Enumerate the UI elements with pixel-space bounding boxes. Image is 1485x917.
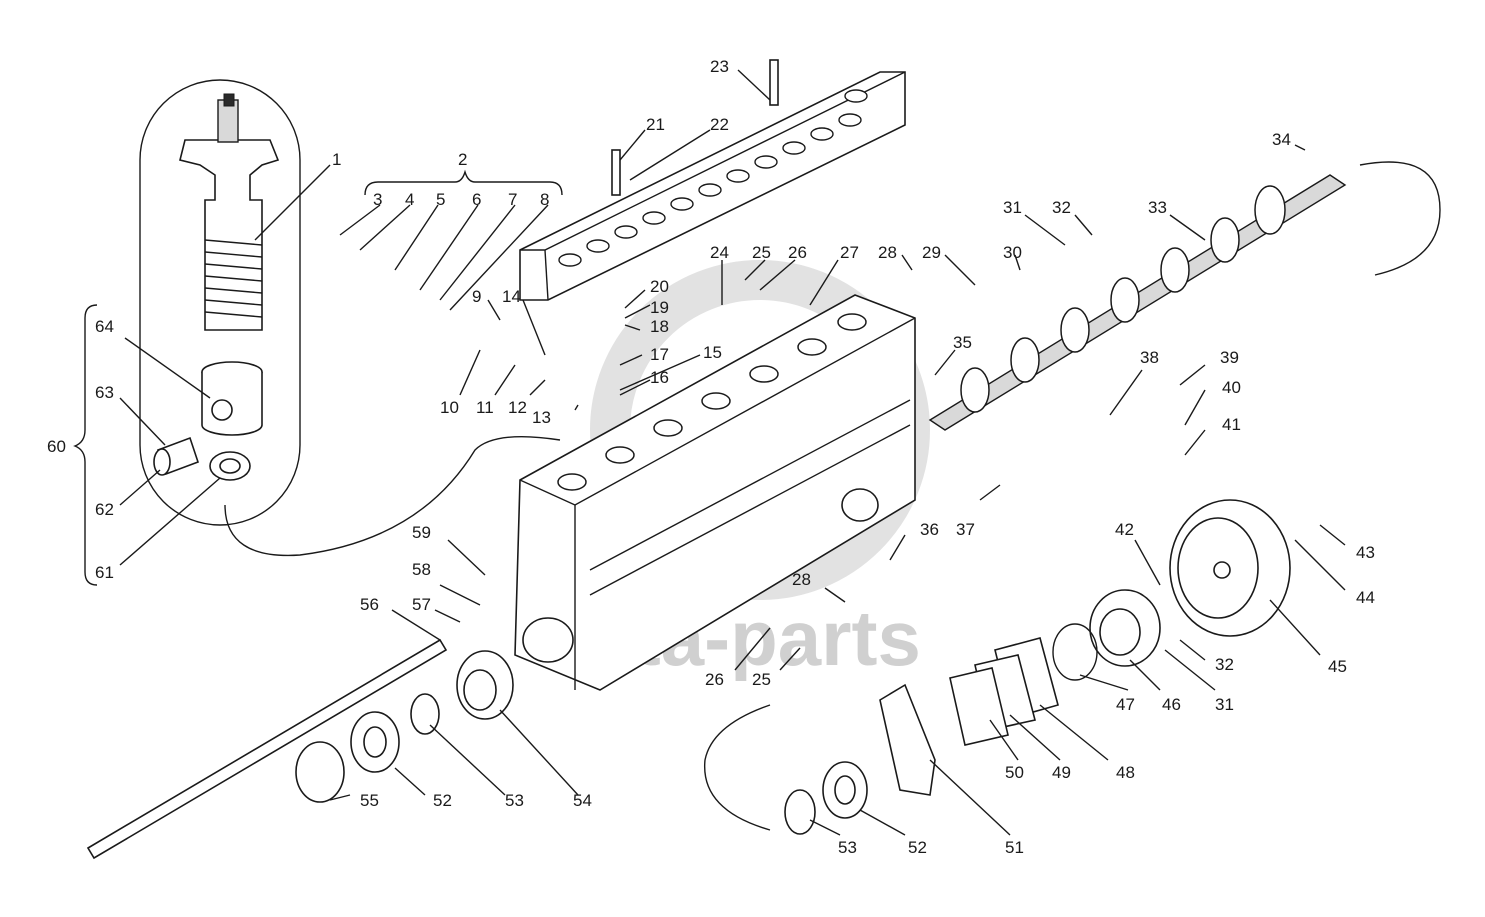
callout-22: 22 bbox=[710, 115, 729, 134]
group-bracket-60 bbox=[73, 304, 98, 586]
callout-2: 2 bbox=[458, 150, 467, 169]
callout-38: 38 bbox=[1140, 348, 1159, 367]
pump-housing bbox=[514, 294, 916, 691]
callout-34: 34 bbox=[1272, 130, 1291, 149]
callout-24: 24 bbox=[710, 243, 729, 262]
callout-7: 7 bbox=[508, 190, 517, 209]
drive-gear bbox=[1169, 499, 1291, 637]
callout-37: 37 bbox=[956, 520, 975, 539]
callout-46: 46 bbox=[1162, 695, 1181, 714]
washer-53a bbox=[410, 693, 440, 735]
callout-41: 41 bbox=[1222, 415, 1241, 434]
callout-4: 4 bbox=[405, 190, 414, 209]
callout-43: 43 bbox=[1356, 543, 1375, 562]
callout-32-bottom: 32 bbox=[1215, 655, 1234, 674]
arrow-left-link bbox=[224, 436, 561, 557]
camshaft bbox=[928, 174, 1347, 431]
callout-56: 56 bbox=[360, 595, 379, 614]
callout-45: 45 bbox=[1328, 657, 1347, 676]
callout-44: 44 bbox=[1356, 588, 1375, 607]
callout-39: 39 bbox=[1220, 348, 1239, 367]
callout-50: 50 bbox=[1005, 763, 1024, 782]
callout-52-bottom: 52 bbox=[908, 838, 927, 857]
callout-1: 1 bbox=[332, 150, 341, 169]
callout-3: 3 bbox=[373, 190, 382, 209]
callout-12: 12 bbox=[508, 398, 527, 417]
callout-58: 58 bbox=[412, 560, 431, 579]
callout-31-bottom: 31 bbox=[1215, 695, 1234, 714]
callout-25-top: 25 bbox=[752, 243, 771, 262]
screw-23 bbox=[769, 59, 779, 106]
callout-16: 16 bbox=[650, 368, 669, 387]
callout-52-left: 52 bbox=[433, 791, 452, 810]
leader-lines bbox=[119, 69, 1346, 836]
callout-6: 6 bbox=[472, 190, 481, 209]
callout-54: 54 bbox=[573, 791, 592, 810]
o-ring-47 bbox=[1052, 623, 1098, 681]
callout-21: 21 bbox=[646, 115, 665, 134]
callout-18: 18 bbox=[650, 317, 669, 336]
callout-20: 20 bbox=[650, 277, 669, 296]
callouts: 1 2 3 4 5 6 7 8 9 10 11 12 13 14 15 16 1… bbox=[47, 57, 1375, 857]
callout-40: 40 bbox=[1222, 378, 1241, 397]
callout-53-bottom: 53 bbox=[838, 838, 857, 857]
callout-64: 64 bbox=[95, 317, 114, 336]
callout-28-bottom: 28 bbox=[792, 570, 811, 589]
callout-63: 63 bbox=[95, 383, 114, 402]
callout-29: 29 bbox=[922, 243, 941, 262]
cover-51 bbox=[879, 683, 936, 796]
callout-13: 13 bbox=[532, 408, 551, 427]
callout-60: 60 bbox=[47, 437, 66, 456]
callout-5: 5 bbox=[436, 190, 445, 209]
ring-55 bbox=[295, 741, 345, 803]
control-rack-56 bbox=[86, 638, 448, 860]
callout-35: 35 bbox=[953, 333, 972, 352]
callout-36: 36 bbox=[920, 520, 939, 539]
callout-51: 51 bbox=[1005, 838, 1024, 857]
callout-62: 62 bbox=[95, 500, 114, 519]
callout-30: 30 bbox=[1003, 243, 1022, 262]
callout-57: 57 bbox=[412, 595, 431, 614]
arrow-top-right bbox=[1359, 161, 1441, 276]
callout-28-top: 28 bbox=[878, 243, 897, 262]
callout-49: 49 bbox=[1052, 763, 1071, 782]
spring bbox=[204, 239, 263, 318]
callout-61: 61 bbox=[95, 563, 114, 582]
callout-19: 19 bbox=[650, 298, 669, 317]
callout-59: 59 bbox=[412, 523, 431, 542]
washer-53b bbox=[784, 789, 816, 835]
callout-47: 47 bbox=[1116, 695, 1135, 714]
screw-21 bbox=[611, 149, 621, 196]
arrow-bottom bbox=[704, 704, 771, 831]
callout-17: 17 bbox=[650, 345, 669, 364]
callout-42: 42 bbox=[1115, 520, 1134, 539]
callout-8: 8 bbox=[540, 190, 549, 209]
callout-10: 10 bbox=[440, 398, 459, 417]
callout-32-top: 32 bbox=[1052, 198, 1071, 217]
callout-15: 15 bbox=[703, 343, 722, 362]
group-bracket-2 bbox=[364, 169, 563, 196]
callout-26-top: 26 bbox=[788, 243, 807, 262]
callout-25-bottom: 25 bbox=[752, 670, 771, 689]
callout-27: 27 bbox=[840, 243, 859, 262]
callout-11: 11 bbox=[476, 398, 494, 417]
callout-31-top: 31 bbox=[1003, 198, 1022, 217]
plunger-element-inset bbox=[139, 79, 301, 526]
callout-48: 48 bbox=[1116, 763, 1135, 782]
top-cover-plate bbox=[519, 71, 906, 301]
callout-53-left: 53 bbox=[505, 791, 524, 810]
callout-26-bottom: 26 bbox=[705, 670, 724, 689]
callout-9: 9 bbox=[472, 287, 481, 306]
callout-55: 55 bbox=[360, 791, 379, 810]
callout-14: 14 bbox=[502, 287, 521, 306]
callout-33: 33 bbox=[1148, 198, 1167, 217]
callout-23: 23 bbox=[710, 57, 729, 76]
